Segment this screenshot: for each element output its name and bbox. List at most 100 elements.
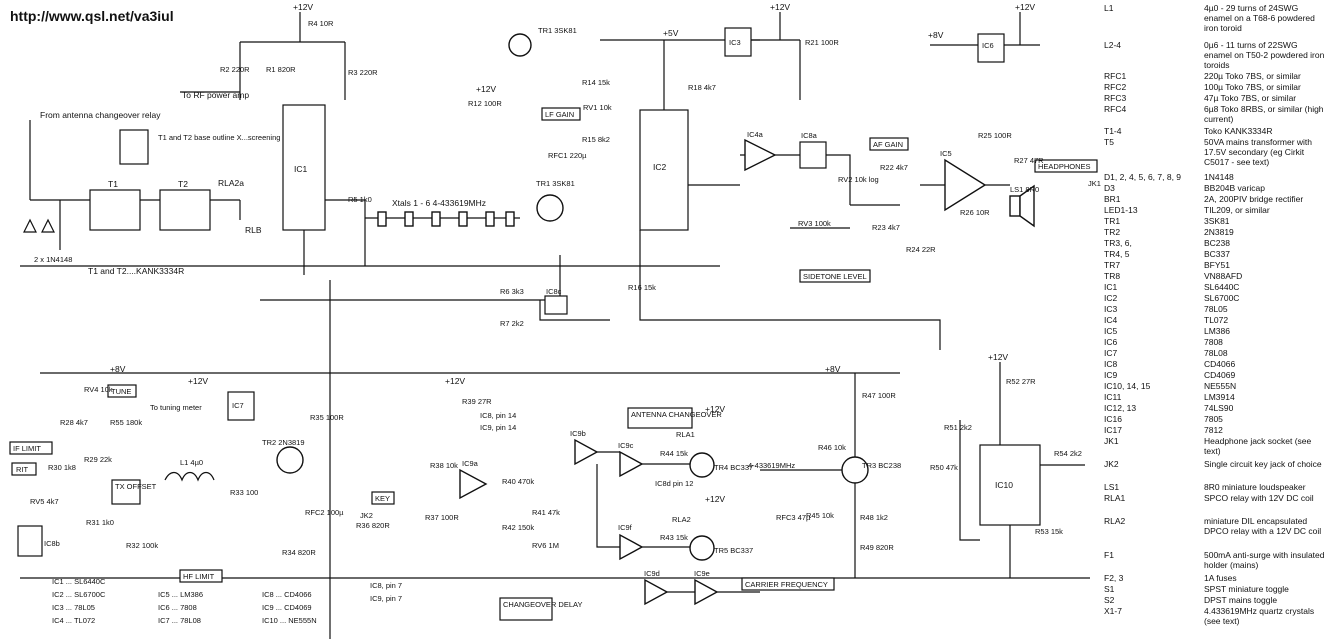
tr1-top-label: TR1 3SK81 <box>538 26 577 35</box>
part-ref: T5 <box>1104 137 1114 147</box>
ic5-label: IC5 <box>940 149 952 158</box>
ic-legend-8: IC8 ... CD4066 <box>262 590 312 599</box>
ic-legend-10: IC10 ... NE555N <box>262 616 317 625</box>
supply-plus5: +5V <box>663 28 679 38</box>
part-ref: IC16 <box>1104 414 1122 424</box>
part-ref: RFC1 <box>1104 71 1127 81</box>
antenna-note: From antenna changeover relay <box>40 110 161 120</box>
to-rf-note: To RF power amp <box>182 90 249 100</box>
ic3-wiring <box>751 12 801 100</box>
part-ref: RFC3 <box>1104 93 1127 103</box>
r30-label: R30 1k8 <box>48 463 76 472</box>
part-value: 1N4148 <box>1204 172 1234 182</box>
r33-label: R33 100 <box>230 488 258 497</box>
part-value: LM386 <box>1204 326 1230 336</box>
r12-label: R12 100R <box>468 99 502 108</box>
ic8a-wiring <box>826 154 900 206</box>
part-ref: RFC4 <box>1104 104 1127 114</box>
ic-legend: IC1 ... SL6440C IC2 ... SL6700C IC3 ... … <box>52 577 317 625</box>
r50-label: R50 47k <box>930 463 958 472</box>
r31-label: R31 1k0 <box>86 518 114 527</box>
part-value: BC238 <box>1204 238 1230 248</box>
r27-label: R27 47R <box>1014 156 1044 165</box>
ic-legend-5: IC5 ... LM386 <box>158 590 203 599</box>
key-box <box>371 491 395 505</box>
part-ref: JK2 <box>1104 459 1119 469</box>
antenna-changeover-label: ANTENNA CHANGEOVER <box>631 410 722 419</box>
r7-label: R7 2k2 <box>500 319 524 328</box>
rlb-label: RLB <box>245 225 262 235</box>
r48-label: R48 1k2 <box>860 513 888 522</box>
supply-rail-ic1 <box>239 12 346 100</box>
sidetone-level-box <box>799 269 871 283</box>
ls1-label: LS1 8R0 <box>1010 185 1039 194</box>
part-value: 500mA anti-surge with insulated holder (… <box>1204 550 1325 570</box>
rla2-label: RLA2 <box>672 515 691 524</box>
part-value: BC337 <box>1204 249 1230 259</box>
part-ref: IC5 <box>1104 326 1118 336</box>
r6-label: R6 3k3 <box>500 287 524 296</box>
r39-label: R39 27R <box>462 397 492 406</box>
supply-ic9-label: +12V <box>445 376 465 386</box>
part-value: Single circuit key jack of choice <box>1204 459 1322 469</box>
part-ref: JK1 <box>1104 436 1119 446</box>
part-ref: IC6 <box>1104 337 1118 347</box>
part-value: 2N3819 <box>1204 227 1234 237</box>
ic1-block <box>282 104 326 231</box>
rfc3-label: RFC3 47µ <box>776 513 811 522</box>
part-ref: TR7 <box>1104 260 1121 270</box>
r24-label: R24 22R <box>906 245 936 254</box>
supply-ic10-label: +12V <box>988 352 1008 362</box>
ic9e-inverter <box>694 578 719 606</box>
part-ref: IC17 <box>1104 425 1122 435</box>
supply-ic6-label: +12V <box>1015 2 1035 12</box>
ic-legend-7: IC7 ... 78L08 <box>158 616 201 625</box>
crystal-filter-xtals <box>377 211 515 227</box>
headphones-label: HEADPHONES <box>1038 162 1091 171</box>
d1-d2-note: 2 x 1N4148 <box>34 255 72 264</box>
supply-r12-label: +12V <box>476 84 496 94</box>
rfc2-label: RFC2 100µ <box>305 508 344 517</box>
part-value: 0µ6 - 11 turns of 22SWG enamel on T50-2 … <box>1204 40 1325 70</box>
part-ref: IC12, 13 <box>1104 403 1137 413</box>
headphones-box <box>1034 159 1098 173</box>
part-ref: BR1 <box>1104 194 1121 204</box>
part-value: 7808 <box>1204 337 1223 347</box>
r42-label: R42 150k <box>502 523 534 532</box>
ic9-14-note: IC9, pin 14 <box>480 423 516 432</box>
tune-box <box>107 384 137 398</box>
tr2-symbol <box>276 446 304 474</box>
t2-label: T2 <box>178 179 188 189</box>
r15-label: R15 8k2 <box>582 135 610 144</box>
ic1-wiring <box>180 91 366 275</box>
part-ref: IC3 <box>1104 304 1118 314</box>
ic6-block <box>977 33 1005 63</box>
t1-t2-wiring <box>60 199 241 220</box>
r18-label: R18 4k7 <box>688 83 716 92</box>
ic10-label: IC10 <box>995 480 1013 490</box>
ic9d-label: IC9d <box>644 569 660 578</box>
ic8b-label: IC8b <box>44 539 60 548</box>
ic9a-inverter <box>459 468 488 500</box>
part-ref: IC1 <box>1104 282 1118 292</box>
ic10-block <box>979 444 1041 526</box>
carrier-frequency-label: CARRIER FREQUENCY <box>745 580 828 589</box>
rv2-label: RV2 10k log <box>838 175 879 184</box>
tx-offset-box <box>111 479 141 505</box>
part-ref: RLA2 <box>1104 516 1126 526</box>
r41-label: R41 47k <box>532 508 560 517</box>
ic9a-label: IC9a <box>462 459 479 468</box>
part-ref: L2-4 <box>1104 40 1122 50</box>
part-ref: IC8 <box>1104 359 1118 369</box>
r14-label: R14 15k <box>582 78 610 87</box>
part-ref: RLA1 <box>1104 493 1126 503</box>
part-ref: TR4, 5 <box>1104 249 1130 259</box>
part-value: Toko KANK3334R <box>1204 126 1273 136</box>
part-value: 4.433619MHz quartz crystals (see text) <box>1204 606 1315 626</box>
part-ref: F2, 3 <box>1104 573 1124 583</box>
r4-label: R4 10R <box>308 19 334 28</box>
part-value: SL6440C <box>1204 282 1240 292</box>
r29-label: R29 22k <box>84 455 112 464</box>
ic-legend-2: IC2 ... SL6700C <box>52 590 106 599</box>
part-value: 4µ0 - 29 turns of 24SWG enamel on a T68-… <box>1204 3 1315 33</box>
